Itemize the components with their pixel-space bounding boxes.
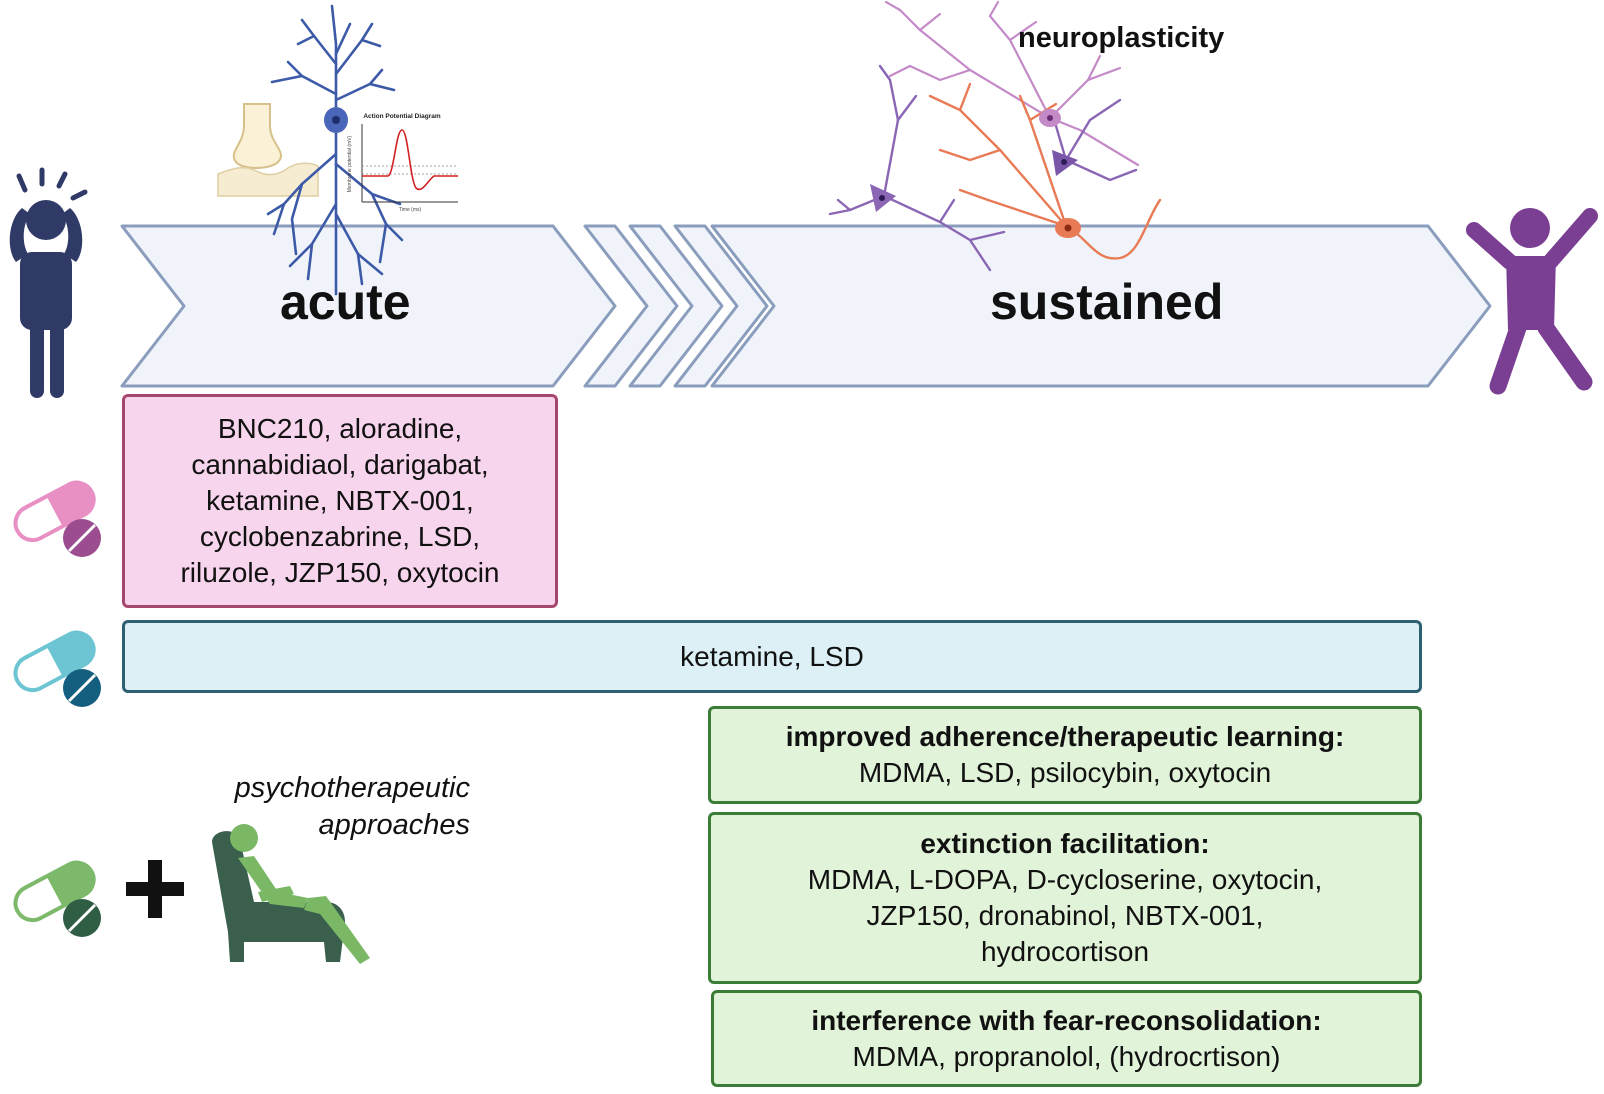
box-drug-line: MDMA, LSD, psilocybin, oxytocin [858, 757, 1272, 788]
separator-chevron-2 [628, 224, 724, 388]
pill-both-icon [13, 630, 101, 707]
armchair-icon [212, 824, 370, 964]
separator-chevron-1 [583, 224, 679, 388]
acute-label: acute [280, 274, 411, 330]
box-drug-line: hydrocortison [980, 936, 1150, 967]
inset-xlabel: Time (ms) [399, 207, 422, 213]
pill-acute-icon [13, 480, 101, 557]
adherence-learning-box: improved adherence/therapeutic learning:… [708, 706, 1422, 804]
extinction-facilitation-box: extinction facilitation: MDMA, L-DOPA, D… [708, 812, 1422, 984]
psychotherapy-label: psychotherapeutic approaches [200, 770, 470, 844]
box-header: improved adherence/therapeutic learning: [785, 721, 1345, 752]
sustained-label: sustained [990, 274, 1224, 330]
action-potential-icon: Action Potential Diagram Membrane potent… [347, 113, 458, 213]
fear-reconsolidation-box: interference with fear-reconsolidation: … [711, 990, 1422, 1087]
happy-person-icon [1466, 208, 1598, 395]
synapse-icon [217, 103, 319, 197]
separator-chevron-3 [673, 224, 769, 388]
box-drug-line: JZP150, dronabinol, NBTX-001, [866, 900, 1264, 931]
acute-drug-line: cyclobenzabrine, LSD, [199, 521, 481, 552]
distressed-person-icon [9, 167, 88, 398]
plus-icon [126, 860, 184, 918]
acute-drug-line: riluzole, JZP150, oxytocin [180, 557, 500, 588]
timeline-arrow [120, 224, 1492, 388]
pill-psychotherapy-icon [13, 860, 101, 937]
box-drug-line: MDMA, propranolol, (hydrocrtison) [852, 1040, 1281, 1072]
inset-ylabel: Membrane potential (mV) [347, 135, 353, 192]
neuron-icon [266, 4, 404, 296]
acute-drug-line: ketamine, NBTX-001, [206, 485, 474, 516]
psychotherapy-label-line1: psychotherapeutic [234, 772, 470, 804]
psychotherapy-label-line2: approaches [318, 809, 470, 841]
acute-drug-line: BNC210, aloradine, [217, 413, 463, 444]
both-drug-line: ketamine, LSD [680, 640, 864, 672]
neuroplasticity-label: neuroplasticity [1018, 22, 1225, 54]
inset-title: Action Potential Diagram [363, 113, 441, 120]
acute-chevron [120, 224, 617, 388]
sustained-chevron [710, 224, 1492, 388]
acute-medication-box: BNC210, aloradine, cannabidiaol, darigab… [122, 394, 558, 608]
box-header: extinction facilitation: [920, 828, 1210, 859]
box-header: interference with fear-reconsolidation: [811, 1004, 1322, 1036]
acute-drug-line: cannabidiaol, darigabat, [191, 449, 489, 480]
acute-and-sustained-medication-box: ketamine, LSD [122, 620, 1422, 693]
neuroplasticity-neurons-icon [828, 0, 1162, 272]
box-drug-line: MDMA, L-DOPA, D-cycloserine, oxytocin, [807, 864, 1323, 895]
